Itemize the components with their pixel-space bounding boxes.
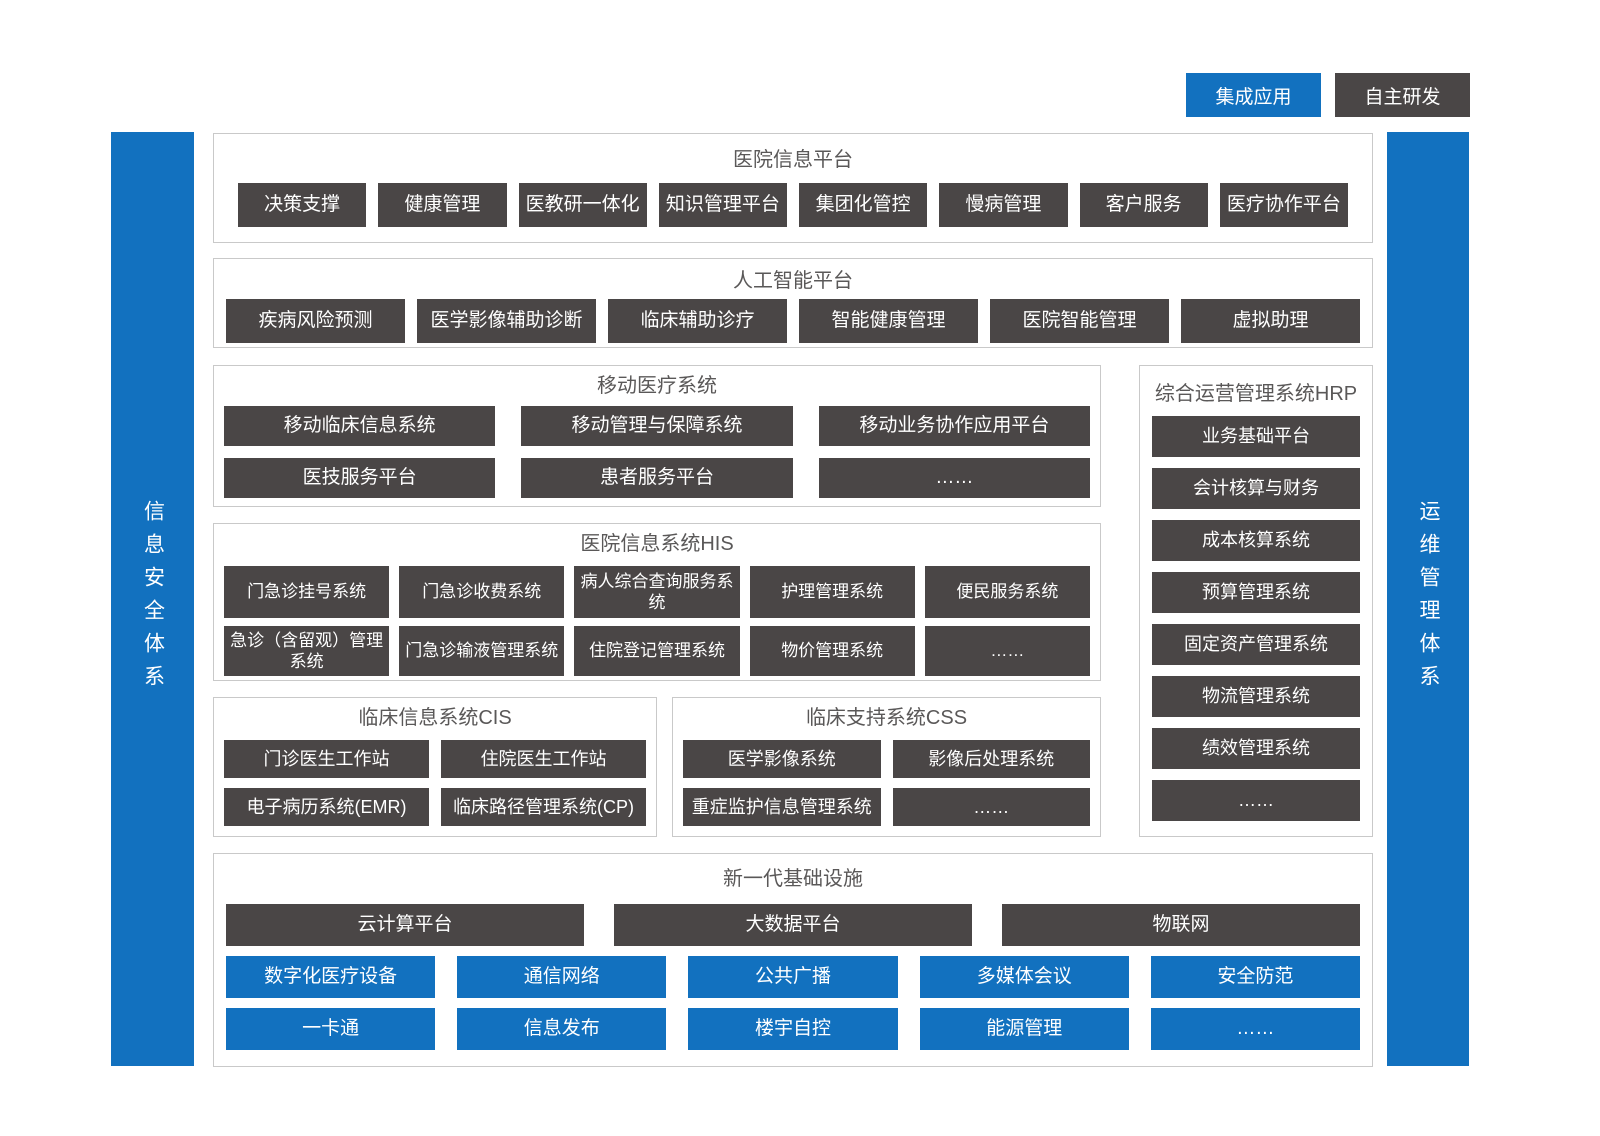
infra-blue-items-grid: 数字化医疗设备通信网络公共广播多媒体会议安全防范一卡通信息发布楼宇自控能源管理 …… bbox=[226, 956, 1360, 1050]
mobile-item: …… bbox=[818, 458, 1090, 498]
legend-integrated-chip: 集成应用 bbox=[1186, 73, 1321, 117]
cis-items-grid: 门诊医生工作站住院医生工作站电子病历系统(EMR) 临床路径管理系统(CP) bbox=[224, 740, 646, 826]
section-cis: 临床信息系统CIS 门诊医生工作站住院医生工作站电子病历系统(EMR) 临床路径管… bbox=[213, 697, 657, 837]
hrp-item: 会计核算与财务 bbox=[1152, 468, 1360, 509]
his-item: 门急诊收费系统 bbox=[399, 566, 565, 618]
css-item: 影像后处理系统 bbox=[892, 740, 1090, 778]
mobile-item: 患者服务平台 bbox=[521, 458, 793, 498]
his-item: 护理管理系统 bbox=[749, 566, 915, 618]
section-hrp: 综合运营管理系统HRP 业务基础平台会计核算与财务成本核算系统预算管理系统固定资… bbox=[1139, 365, 1373, 837]
hrp-items-column: 业务基础平台会计核算与财务成本核算系统预算管理系统固定资产管理系统物流管理系统绩… bbox=[1152, 416, 1360, 821]
infra-blue-item: 楼宇自控 bbox=[688, 1008, 898, 1050]
mobile-item: 移动临床信息系统 bbox=[224, 406, 496, 446]
mobile-item: 移动业务协作应用平台 bbox=[818, 406, 1090, 446]
cis-item: 门诊医生工作站 bbox=[224, 740, 429, 778]
ai-item: 医学影像辅助诊断 bbox=[417, 299, 596, 343]
his-item: 急诊（含留观）管理系统 bbox=[224, 626, 390, 676]
css-item: 医学影像系统 bbox=[683, 740, 881, 778]
his-item: 物价管理系统 bbox=[749, 626, 915, 676]
css-item: 重症监护信息管理系统 bbox=[683, 788, 881, 826]
infra-dark-item: 大数据平台 bbox=[614, 904, 972, 946]
ai-item: 临床辅助诊疗 bbox=[608, 299, 787, 343]
his-item: 病人综合查询服务系统 bbox=[574, 566, 740, 618]
hrp-item: 固定资产管理系统 bbox=[1152, 624, 1360, 665]
ops-management-bar: 运维管理体系 bbox=[1387, 132, 1469, 1066]
info-security-bar: 信息安全体系 bbox=[111, 132, 194, 1066]
platform-item: 客户服务 bbox=[1079, 183, 1208, 227]
section-title: 新一代基础设施 bbox=[723, 868, 863, 890]
infra-blue-item: 数字化医疗设备 bbox=[226, 956, 436, 998]
platform-item: 健康管理 bbox=[378, 183, 507, 227]
section-title: 临床支持系统CSS bbox=[805, 707, 968, 729]
cis-item: 临床路径管理系统(CP) bbox=[441, 788, 646, 826]
hrp-item: 绩效管理系统 bbox=[1152, 728, 1360, 769]
ai-items-row: 疾病风险预测医学影像辅助诊断临床辅助诊疗智能健康管理医院智能管理虚拟助理 bbox=[226, 299, 1360, 343]
infra-blue-item: 能源管理 bbox=[919, 1008, 1129, 1050]
css-items-grid: 医学影像系统影像后处理系统重症监护信息管理系统 …… bbox=[683, 740, 1090, 826]
section-title: 医院信息平台 bbox=[733, 149, 853, 171]
ai-item: 疾病风险预测 bbox=[226, 299, 405, 343]
infra-blue-item: 安全防范 bbox=[1150, 956, 1360, 998]
platform-item: 慢病管理 bbox=[939, 183, 1068, 227]
hrp-item: 物流管理系统 bbox=[1152, 676, 1360, 717]
mobile-item: 移动管理与保障系统 bbox=[521, 406, 793, 446]
infra-blue-item: 公共广播 bbox=[688, 956, 898, 998]
platform-items-row: 决策支撑健康管理医教研一体化知识管理平台集团化管控慢病管理客户服务医疗协作平台 bbox=[238, 183, 1348, 227]
his-item: 住院登记管理系统 bbox=[574, 626, 740, 676]
his-item: 门急诊输液管理系统 bbox=[399, 626, 565, 676]
his-items-grid: 门急诊挂号系统门急诊收费系统病人综合查询服务系统护理管理系统便民服务系统急诊（含… bbox=[224, 566, 1090, 676]
section-title: 医院信息系统HIS bbox=[580, 533, 734, 555]
section-mobile-medical: 移动医疗系统 移动临床信息系统移动管理与保障系统移动业务协作应用平台医技服务平台… bbox=[213, 365, 1101, 507]
section-title: 人工智能平台 bbox=[733, 270, 853, 292]
section-infrastructure: 新一代基础设施 云计算平台大数据平台物联网 数字化医疗设备通信网络公共广播多媒体… bbox=[213, 853, 1373, 1067]
cis-item: 住院医生工作站 bbox=[441, 740, 646, 778]
platform-item: 决策支撑 bbox=[238, 183, 367, 227]
his-item: 便民服务系统 bbox=[924, 566, 1090, 618]
mobile-items-grid: 移动临床信息系统移动管理与保障系统移动业务协作应用平台医技服务平台患者服务平台 …… bbox=[224, 406, 1090, 498]
infra-blue-item: 信息发布 bbox=[457, 1008, 667, 1050]
hrp-item: 业务基础平台 bbox=[1152, 416, 1360, 457]
platform-item: 集团化管控 bbox=[799, 183, 928, 227]
legend-self-developed-chip: 自主研发 bbox=[1335, 73, 1470, 117]
section-title: 临床信息系统CIS bbox=[358, 707, 512, 729]
infra-blue-item: …… bbox=[1150, 1008, 1360, 1050]
css-item: …… bbox=[892, 788, 1090, 826]
ai-item: 医院智能管理 bbox=[990, 299, 1169, 343]
section-ai-platform: 人工智能平台 疾病风险预测医学影像辅助诊断临床辅助诊疗智能健康管理医院智能管理虚… bbox=[213, 258, 1373, 348]
platform-item: 知识管理平台 bbox=[658, 183, 787, 227]
his-item: 门急诊挂号系统 bbox=[224, 566, 390, 618]
platform-item: 医疗协作平台 bbox=[1219, 183, 1348, 227]
section-hospital-info-platform: 医院信息平台 决策支撑健康管理医教研一体化知识管理平台集团化管控慢病管理客户服务… bbox=[213, 133, 1373, 243]
infra-blue-item: 通信网络 bbox=[457, 956, 667, 998]
his-item: …… bbox=[924, 626, 1090, 676]
infra-blue-item: 一卡通 bbox=[226, 1008, 436, 1050]
section-his: 医院信息系统HIS 门急诊挂号系统门急诊收费系统病人综合查询服务系统护理管理系统… bbox=[213, 523, 1101, 681]
infra-blue-item: 多媒体会议 bbox=[919, 956, 1129, 998]
hrp-item: …… bbox=[1152, 780, 1360, 821]
hrp-item: 预算管理系统 bbox=[1152, 572, 1360, 613]
infra-dark-items-row: 云计算平台大数据平台物联网 bbox=[226, 904, 1360, 946]
platform-item: 医教研一体化 bbox=[518, 183, 647, 227]
ai-item: 虚拟助理 bbox=[1181, 299, 1360, 343]
infra-dark-item: 物联网 bbox=[1002, 904, 1360, 946]
cis-item: 电子病历系统(EMR) bbox=[224, 788, 429, 826]
infra-dark-item: 云计算平台 bbox=[226, 904, 584, 946]
hrp-item: 成本核算系统 bbox=[1152, 520, 1360, 561]
section-title: 综合运营管理系统HRP bbox=[1154, 383, 1358, 405]
mobile-item: 医技服务平台 bbox=[224, 458, 496, 498]
section-css: 临床支持系统CSS 医学影像系统影像后处理系统重症监护信息管理系统 …… bbox=[672, 697, 1101, 837]
section-title: 移动医疗系统 bbox=[597, 375, 717, 397]
ai-item: 智能健康管理 bbox=[799, 299, 978, 343]
